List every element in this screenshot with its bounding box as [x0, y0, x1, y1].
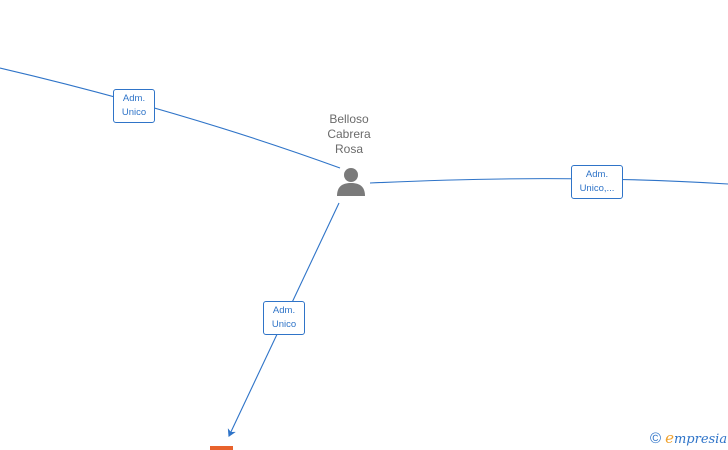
person-name-line: Cabrera [327, 127, 371, 141]
copyright-symbol: © [650, 430, 662, 447]
edge-label-line: Unico,... [579, 183, 615, 194]
edge-label-line: Adm. [122, 93, 146, 104]
person-name-line: Rosa [334, 142, 363, 156]
person-name[interactable]: Belloso Cabrera Rosa [308, 112, 390, 157]
edge-label-adm-unico-more[interactable]: Adm. Unico,... [571, 165, 623, 199]
edge-line-west [0, 67, 341, 169]
edge-label-line: Unico [121, 107, 147, 118]
edge-label-line: Unico [271, 319, 297, 330]
person-name-line: Belloso [329, 112, 369, 126]
person-icon[interactable] [335, 166, 367, 198]
brand-watermark: ©empresia [650, 429, 727, 447]
edge-line-east [369, 178, 728, 185]
edge-label-adm-unico-south[interactable]: Adm. Unico [263, 301, 305, 335]
edge-label-adm-unico[interactable]: Adm. Unico [113, 89, 155, 123]
edge-label-line: Adm. [272, 305, 296, 316]
company-node-marker[interactable] [210, 446, 233, 450]
brand-logo-text: mpresia [673, 432, 728, 447]
brand-logo-letter: e [665, 429, 674, 447]
edge-label-line: Adm. [585, 169, 609, 180]
